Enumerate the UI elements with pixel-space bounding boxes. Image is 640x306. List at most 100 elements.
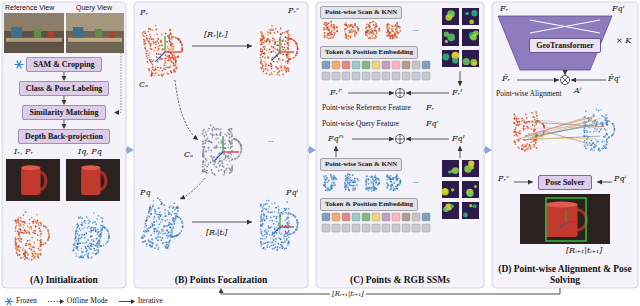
cloud-point (273, 71, 275, 73)
cloud-point (264, 234, 266, 236)
cloud-point (143, 39, 145, 41)
cloud-point (281, 246, 283, 248)
cloud-point (78, 217, 80, 219)
cloud-point (285, 71, 287, 73)
cloud-point (100, 217, 102, 219)
cloud-point (39, 240, 41, 242)
cloud-point (154, 208, 156, 210)
cloud-point (282, 213, 284, 215)
cloud-point (271, 245, 273, 247)
cloud-point (293, 215, 295, 217)
cloud-point (161, 230, 163, 232)
cloud-point (290, 58, 292, 60)
cloud-point (168, 224, 170, 226)
cloud-point (27, 225, 29, 227)
cloud-point (165, 61, 167, 63)
cloud-point (284, 248, 286, 250)
cloud-point (329, 32, 331, 34)
cloud-point (375, 23, 377, 25)
cloud-point (287, 49, 289, 51)
cloud-point (15, 220, 17, 222)
cloud-point (89, 220, 91, 222)
cloud-point (260, 216, 262, 218)
cloud-point (40, 249, 42, 251)
cloud-point (212, 130, 214, 132)
cloud-point (269, 29, 271, 31)
cloud-point (17, 249, 19, 251)
cloud-point (161, 228, 163, 230)
cloud-point (262, 64, 264, 66)
cloud-point (345, 24, 347, 26)
cloud-point (23, 224, 25, 226)
cloud-point (220, 128, 222, 130)
cloud-point (260, 31, 262, 33)
cloud-point (168, 59, 170, 61)
cloud-point (102, 225, 104, 227)
cloud-point (277, 40, 279, 42)
cloud-point (164, 209, 166, 211)
cloud-point (202, 133, 204, 135)
cloud-point (29, 231, 31, 233)
cloud-point (35, 221, 37, 223)
cloud-point (366, 28, 368, 30)
cloud-point (288, 34, 290, 36)
cloud-point (150, 213, 152, 215)
cloud-point (210, 150, 212, 152)
cloud-point (45, 242, 47, 244)
cloud-point (351, 28, 353, 30)
cloud-point (157, 207, 159, 209)
cloud-point (146, 50, 148, 52)
cloud-point (153, 75, 155, 77)
cloud-point (268, 43, 270, 45)
cloud-point (325, 22, 327, 24)
cloud-point (286, 37, 288, 39)
cloud-point (231, 159, 233, 161)
cloud-point (282, 54, 284, 56)
cloud-point (98, 231, 100, 233)
cloud-point (175, 60, 177, 62)
cloud-point (149, 34, 151, 36)
cloud-point (296, 220, 298, 222)
cloud-point (47, 229, 49, 231)
cloud-point (145, 220, 147, 222)
cloud-point (274, 48, 276, 50)
cloud-point (329, 28, 331, 30)
cloud-point (141, 32, 143, 34)
cloud-point (157, 239, 159, 241)
cloud-point (48, 234, 50, 236)
cloud-point (165, 66, 167, 68)
cloud-point (142, 34, 144, 36)
cloud-point (271, 51, 273, 53)
cloud-point (45, 226, 47, 228)
cloud-point (265, 203, 267, 205)
cloud-point (274, 202, 276, 204)
cloud-point (40, 225, 42, 227)
cloud-point (229, 160, 231, 162)
cloud-point (25, 243, 27, 245)
cloud-point (163, 73, 165, 75)
cloud-point (288, 42, 290, 44)
cloud-point (85, 222, 87, 224)
cloud-point (289, 38, 291, 40)
cloud-point (15, 219, 17, 221)
cloud-point (19, 220, 21, 222)
cloud-point (77, 233, 79, 235)
cloud-point (76, 223, 78, 225)
cloud-point (40, 239, 42, 241)
cloud-point (354, 23, 356, 25)
cloud-point (100, 245, 102, 247)
axis-x (165, 51, 181, 52)
cloud-point (154, 209, 156, 211)
cloud-point (287, 243, 289, 245)
cloud-point (222, 165, 224, 167)
cloud-point (231, 136, 233, 138)
cloud-point (345, 37, 347, 39)
cloud-point (284, 220, 286, 222)
cloud-point (272, 238, 274, 240)
cloud-point (288, 242, 290, 244)
cloud-point (272, 40, 274, 42)
cloud-point (263, 36, 265, 38)
point-cloud (71, 210, 114, 263)
cloud-point (20, 241, 22, 243)
cloud-point (175, 68, 177, 70)
